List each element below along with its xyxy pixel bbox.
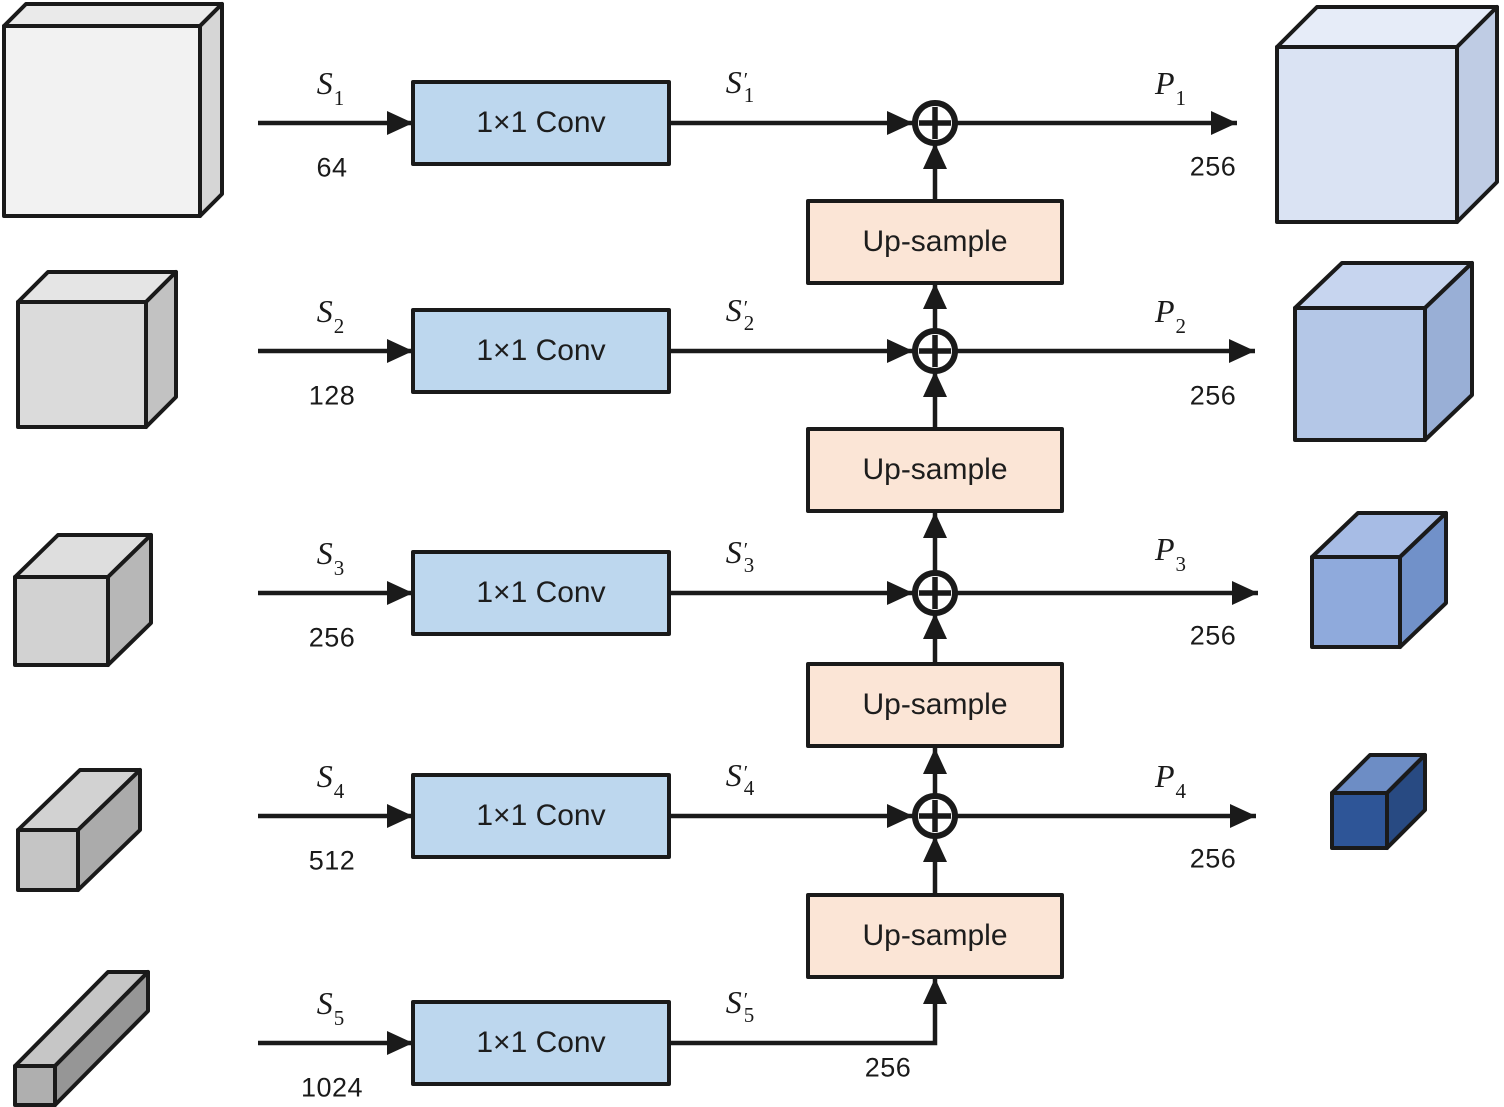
s3-channels: 256 [308,622,356,653]
conv-box-2 [411,308,671,394]
cube-front-face [1293,306,1427,442]
s4-label: S4 [316,757,345,804]
output-cube-p2 [1293,261,1474,442]
cube-top-face [2,2,224,28]
cube-side-face [1455,5,1499,224]
conv-box-1 [411,80,671,166]
p3-label: P3 [1154,530,1187,577]
input-cube-s5 [13,970,150,1107]
conv-box-3 [411,550,671,636]
conv-box-2-label: 1×1 Conv [476,334,606,367]
s2-prime-label: S′2 [725,292,755,335]
upsample-box-2 [806,427,1064,513]
cube-front-face [1275,45,1459,224]
upsample-box-3-label: Up-sample [862,688,1008,721]
cube-front-face [13,575,110,667]
s1-label: S1 [316,64,345,111]
output-cube-p3 [1310,511,1448,649]
conv-box-1-label: 1×1 Conv [476,106,606,139]
upsample-box-2-label: Up-sample [862,453,1008,486]
cube-side-face [198,2,224,218]
conv-box-3-label: 1×1 Conv [476,576,606,609]
p2-channels: 256 [1189,380,1237,411]
upsample-box-1-label: Up-sample [862,225,1008,258]
input-cube-s4 [16,768,142,892]
p1-channels: 256 [1189,151,1237,182]
upsample-box-4 [806,893,1064,979]
s1-prime-label: S′1 [725,64,755,107]
upsample-box-3 [806,662,1064,748]
add-node-4 [912,793,958,839]
p2-label: P2 [1154,292,1187,339]
cube-front-face [13,1064,57,1107]
output-cube-p4 [1330,753,1427,850]
conv-box-4-label: 1×1 Conv [476,799,606,832]
add-node-3 [912,570,958,616]
s3-label: S3 [316,534,345,581]
upsample-box-1 [806,199,1064,285]
add-node-2 [912,328,958,374]
s4-prime-label: S′4 [725,757,755,800]
s4-channels: 512 [308,845,356,876]
s5-prime-label: S′5 [725,984,755,1027]
cube-front-face [16,300,148,429]
conv-box-4 [411,773,671,859]
cube-front-face [1310,555,1402,649]
s5-channels: 1024 [300,1072,364,1103]
input-cube-s2 [16,270,178,429]
cube-front-face [16,828,80,892]
cube-side-face [144,270,178,429]
p1-label: P1 [1154,64,1187,111]
p3-channels: 256 [1189,620,1237,651]
p4-label: P4 [1154,757,1187,804]
add-node-1 [912,100,958,146]
input-cube-s1 [2,2,224,218]
cube-front-face [2,24,202,218]
output-cube-p1 [1275,5,1499,224]
s5-prime-channels: 256 [864,1052,912,1083]
p4-channels: 256 [1189,843,1237,874]
row5-arrows [258,978,947,1055]
input-cube-s3 [13,533,153,667]
upsample-box-4-label: Up-sample [862,919,1008,952]
s5-label: S5 [316,984,345,1031]
s2-label: S2 [316,292,345,339]
conv-box-5 [411,1000,671,1086]
conv-box-5-label: 1×1 Conv [476,1026,606,1059]
cube-front-face [1330,791,1389,850]
s3-prime-label: S′3 [725,534,755,577]
s1-channels: 64 [316,152,348,183]
s2-channels: 128 [308,380,356,411]
